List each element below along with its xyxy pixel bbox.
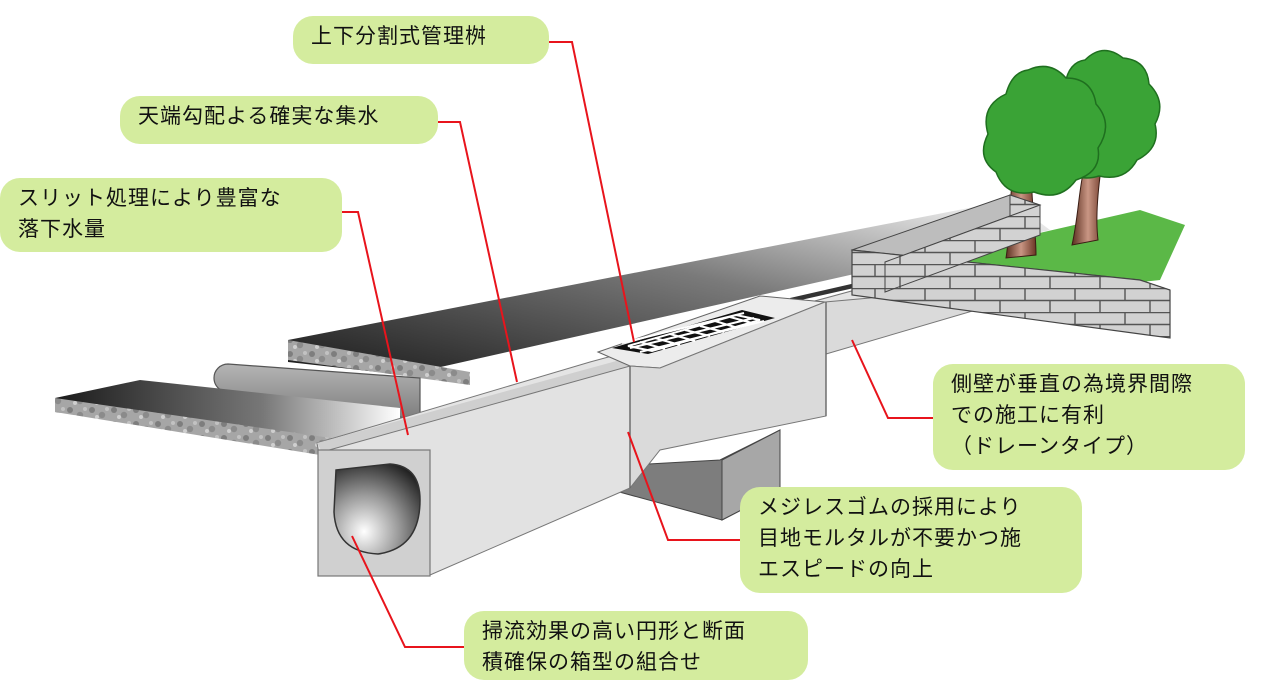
callout-rubber-line-2: 目地モルタルが不要かつ施: [758, 526, 1022, 550]
callout-shape-line-1: 掃流効果の高い円形と断面: [482, 619, 746, 643]
far-road-base: [288, 340, 470, 385]
callout-rubber-line-3: エスピードの向上: [758, 557, 934, 581]
callout-shape: 掃流効果の高い円形と断面 積確保の箱型の組合せ: [464, 611, 808, 680]
leader-lines: [340, 41, 935, 648]
callout-manhole: 上下分割式管理桝: [293, 16, 549, 64]
manhole-grating: [612, 310, 775, 354]
callout-manhole-line-1: 上下分割式管理桝: [311, 24, 487, 48]
callout-top-slope: 天端勾配よる確実な集水: [120, 96, 438, 144]
trees: [982, 49, 1161, 259]
callout-side-wall-line-1: 側壁が垂直の為境界間際: [951, 372, 1193, 396]
callout-side-wall-line-2: での施工に有利: [951, 403, 1105, 427]
gutter-opening: [333, 463, 421, 555]
callout-slit: スリット処理により豊富な 落下水量: [0, 178, 342, 252]
callout-side-wall-line-3: （ドレーンタイプ）: [951, 434, 1148, 458]
far-road: [288, 200, 1050, 375]
callout-rubber: メジレスゴムの採用により 目地モルタルが不要かつ施 エスピードの向上: [740, 487, 1082, 593]
callout-slit-line-2: 落下水量: [18, 217, 106, 241]
callout-top-slope-line-1: 天端勾配よる確実な集水: [138, 104, 380, 128]
callout-side-wall: 側壁が垂直の為境界間際 での施工に有利 （ドレーンタイプ）: [933, 364, 1245, 470]
callout-slit-line-1: スリット処理により豊富な: [18, 186, 282, 210]
brick-wall: [850, 194, 1171, 339]
callout-shape-line-2: 積確保の箱型の組合せ: [482, 650, 702, 674]
near-road: [55, 380, 400, 448]
near-road-base: [55, 398, 400, 468]
callout-rubber-line-1: メジレスゴムの採用により: [758, 495, 1022, 519]
